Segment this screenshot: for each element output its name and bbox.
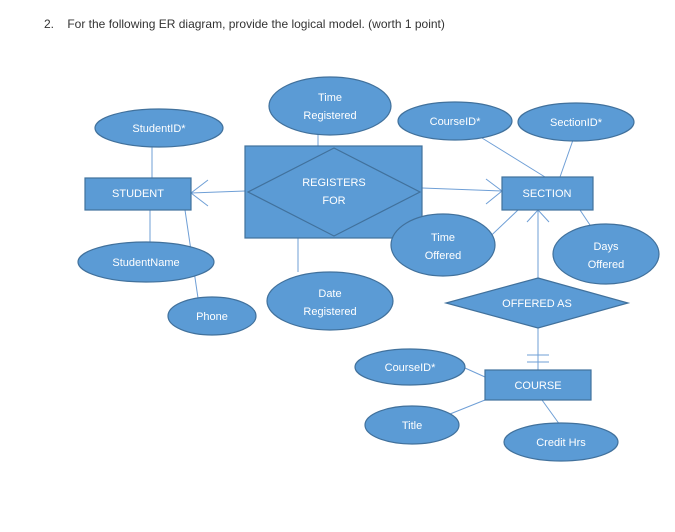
connector-courseid-section [481,137,546,178]
attribute-days-offered-line2: Offered [588,259,625,271]
attribute-time-registered: Time Registered [268,76,392,136]
attribute-course-courseid: CourseID* [354,348,466,386]
attribute-title-label: Title [402,420,422,432]
attribute-studentid: StudentID* [94,108,224,148]
attribute-phone-label: Phone [196,311,228,323]
connector-student-registers [190,190,246,194]
attribute-time-registered-line2: Registered [303,110,356,122]
relationship-registers-for-diamond [246,147,422,237]
attribute-phone: Phone [167,296,257,336]
attribute-date-registered-line2: Registered [303,306,356,318]
attribute-date-registered-line1: Date [318,288,341,300]
entity-student-label: STUDENT [112,188,164,200]
attribute-credit-hrs-label: Credit Hrs [536,437,586,449]
relationship-offered-as-label: OFFERED AS [502,298,572,310]
relationship-registers-for-line2: FOR [322,195,345,207]
relationship-registers-for-line1: REGISTERS [302,177,366,189]
attribute-section-courseid: CourseID* [397,101,513,141]
attribute-time-offered: Time Offered [390,213,496,277]
connector-sectionid-section [559,139,574,178]
attribute-studentname-label: StudentName [112,257,179,269]
connector-course-credithrs [541,399,561,426]
question-number: 2. [44,17,55,31]
attribute-section-courseid-label: CourseID* [430,116,481,128]
attribute-credit-hrs: Credit Hrs [503,422,619,462]
attribute-course-courseid-label: CourseID* [385,362,436,374]
attribute-date-registered: Date Registered [266,271,394,331]
relationship-registers-for: REGISTERS FOR [244,145,423,239]
attribute-studentid-label: StudentID* [132,123,186,135]
connector-title-course [449,399,486,415]
question-text: For the following ER diagram, provide th… [67,17,445,31]
relationship-offered-as: OFFERED AS [443,277,631,329]
attribute-time-registered-line1: Time [318,92,342,104]
attribute-time-offered-line2: Offered [425,250,462,262]
attribute-days-offered: Days Offered [552,223,660,285]
connector-courseid-course [464,367,486,378]
attribute-studentname: StudentName [77,241,215,283]
entity-section: SECTION [501,176,594,211]
question-heading: 2. For the following ER diagram, provide… [44,17,445,31]
crowfoot-section-end [485,178,503,205]
entity-section-label: SECTION [523,188,572,200]
attribute-time-offered-line1: Time [431,232,455,244]
attribute-sectionid: SectionID* [517,102,635,142]
entity-course: COURSE [484,369,592,401]
connector-registers-section [421,187,503,192]
attribute-sectionid-label: SectionID* [550,117,603,129]
attribute-days-offered-line1: Days [593,241,619,253]
attribute-title: Title [364,405,460,445]
entity-course-label: COURSE [514,380,561,392]
entity-student: STUDENT [84,177,192,211]
